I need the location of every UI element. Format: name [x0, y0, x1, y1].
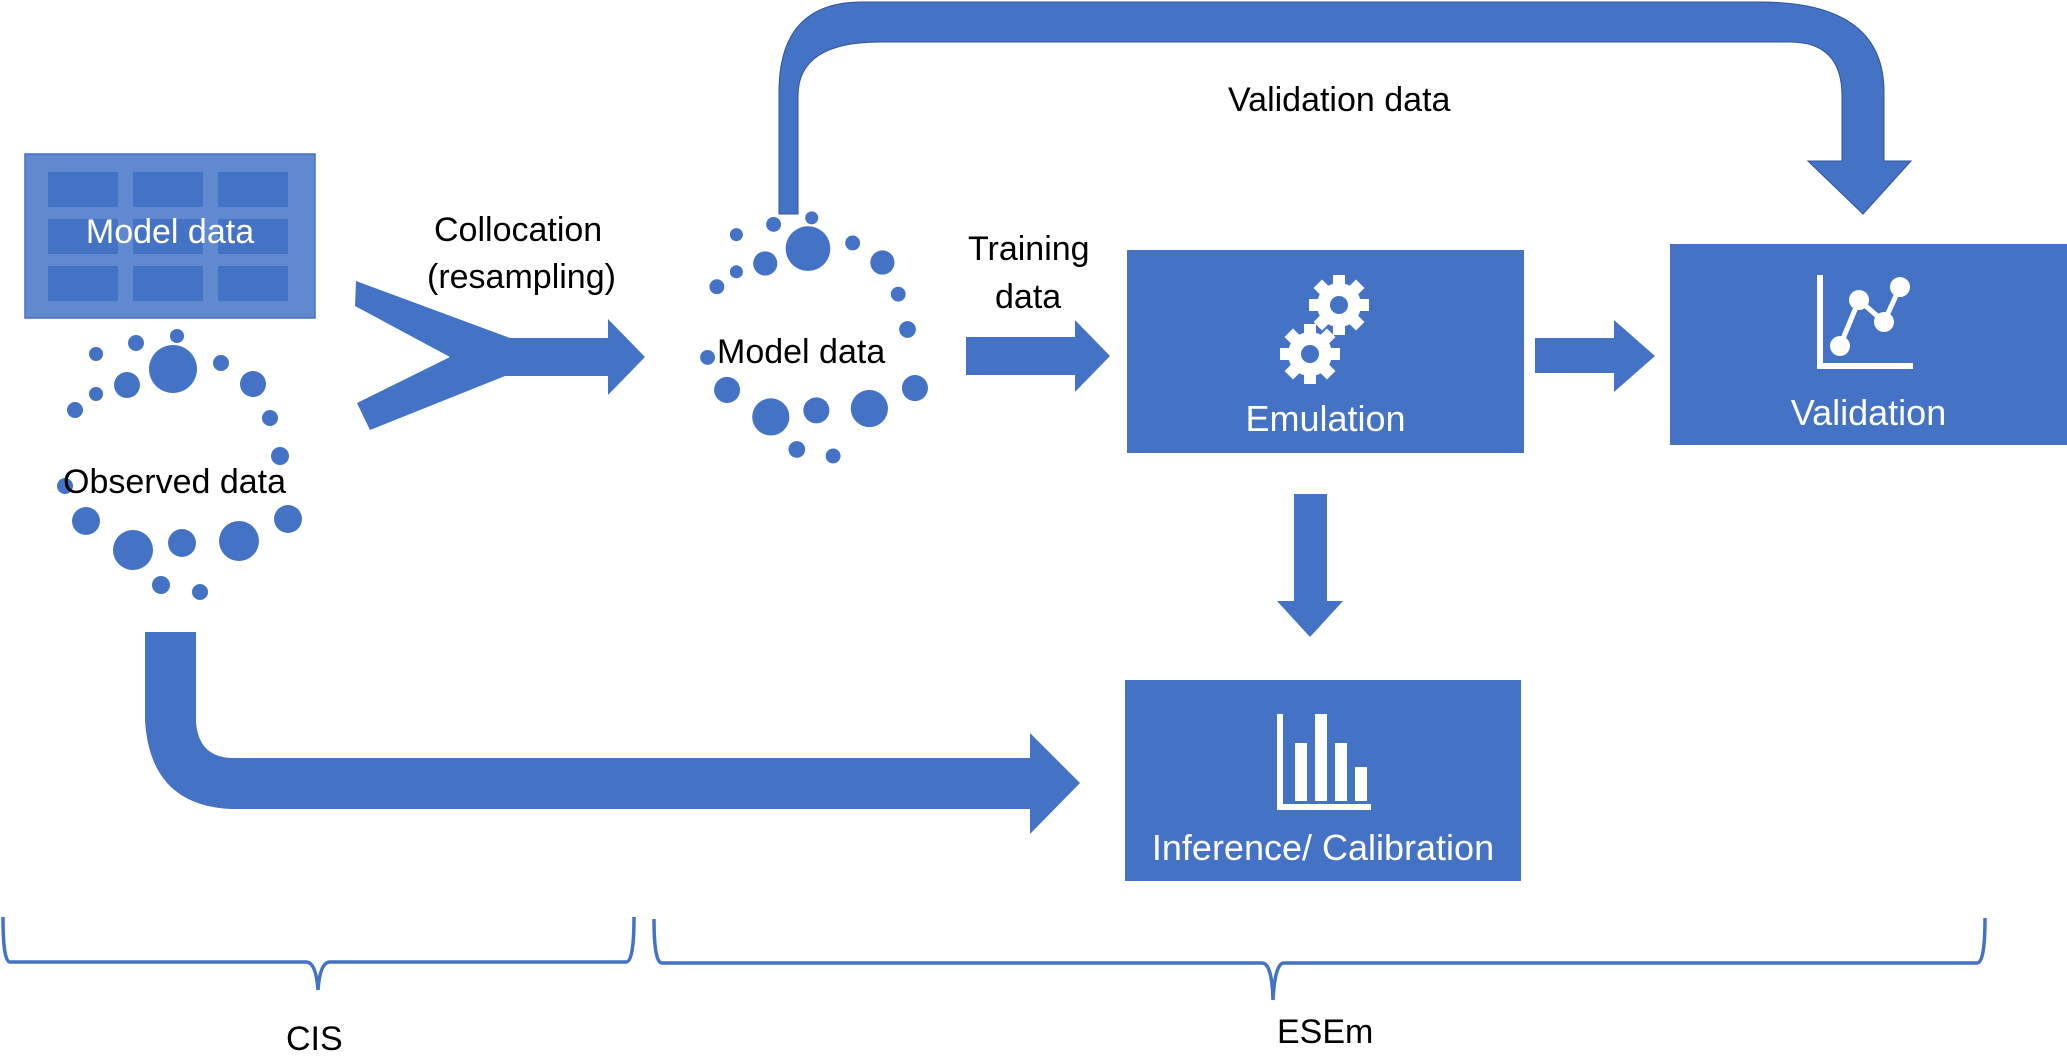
dot	[89, 387, 103, 401]
dot	[766, 216, 782, 232]
dot	[57, 478, 73, 494]
observed-dot-cluster-icon	[57, 329, 302, 600]
dot	[170, 329, 184, 343]
dot	[825, 448, 841, 464]
inference-label: Inference/ Calibration	[1151, 827, 1495, 868]
model-table-label: Model data	[85, 213, 255, 251]
dot	[899, 321, 916, 338]
dot	[240, 371, 266, 397]
emulation-to-validation-arrow	[1535, 320, 1655, 392]
dot	[149, 345, 197, 393]
dot	[274, 505, 302, 533]
dot	[213, 355, 229, 371]
dot	[788, 441, 806, 458]
model-dot-cluster-icon	[700, 211, 928, 464]
dot	[72, 507, 100, 535]
validation-label: Validation	[1790, 392, 1947, 433]
dot	[729, 265, 743, 279]
dot	[262, 410, 278, 426]
dot	[709, 279, 725, 295]
validation-data-arrow	[778, 1, 1913, 215]
dot	[168, 529, 196, 557]
bar-chart-icon	[1277, 714, 1371, 810]
dot	[729, 228, 743, 242]
dot	[89, 347, 103, 361]
dot	[128, 335, 144, 351]
esem-brace	[652, 917, 1987, 1001]
dot	[805, 211, 819, 225]
dot	[803, 397, 830, 424]
validation-box	[1670, 244, 2067, 445]
training-arrow	[966, 320, 1110, 392]
dot	[870, 250, 895, 275]
collocation-label-line1: Collocation	[434, 211, 603, 249]
emulation-label: Emulation	[1245, 398, 1406, 439]
dot	[714, 376, 741, 403]
table-grid-icon	[24, 153, 316, 319]
collocation-arrow	[355, 281, 645, 430]
observed-data-label: Observed data	[63, 463, 287, 501]
training-label-line2: data	[995, 278, 1062, 316]
model-data-label: Model data	[717, 333, 886, 371]
collocation-label-line2: (resampling)	[427, 258, 616, 296]
observed-to-inference-arrow	[145, 632, 1080, 834]
dot	[271, 447, 289, 465]
dot	[113, 530, 153, 570]
esem-label: ESEm	[1277, 1013, 1374, 1051]
dot	[114, 372, 140, 398]
dot	[752, 398, 790, 436]
dot	[753, 251, 778, 276]
line-chart-icon	[1817, 275, 1913, 369]
emulation-to-inference-arrow	[1277, 494, 1343, 637]
dot	[890, 286, 906, 302]
training-label-line1: Training	[968, 230, 1090, 268]
dot	[901, 375, 928, 402]
cis-brace	[1, 916, 636, 991]
dot	[700, 349, 715, 365]
dot	[152, 576, 170, 594]
dot	[192, 584, 208, 600]
validation-data-label: Validation data	[1228, 81, 1451, 119]
cis-label: CIS	[286, 1020, 343, 1058]
dot	[850, 389, 888, 428]
dot	[845, 235, 861, 251]
dot	[785, 226, 831, 271]
dot	[219, 521, 259, 561]
dot	[67, 402, 83, 418]
